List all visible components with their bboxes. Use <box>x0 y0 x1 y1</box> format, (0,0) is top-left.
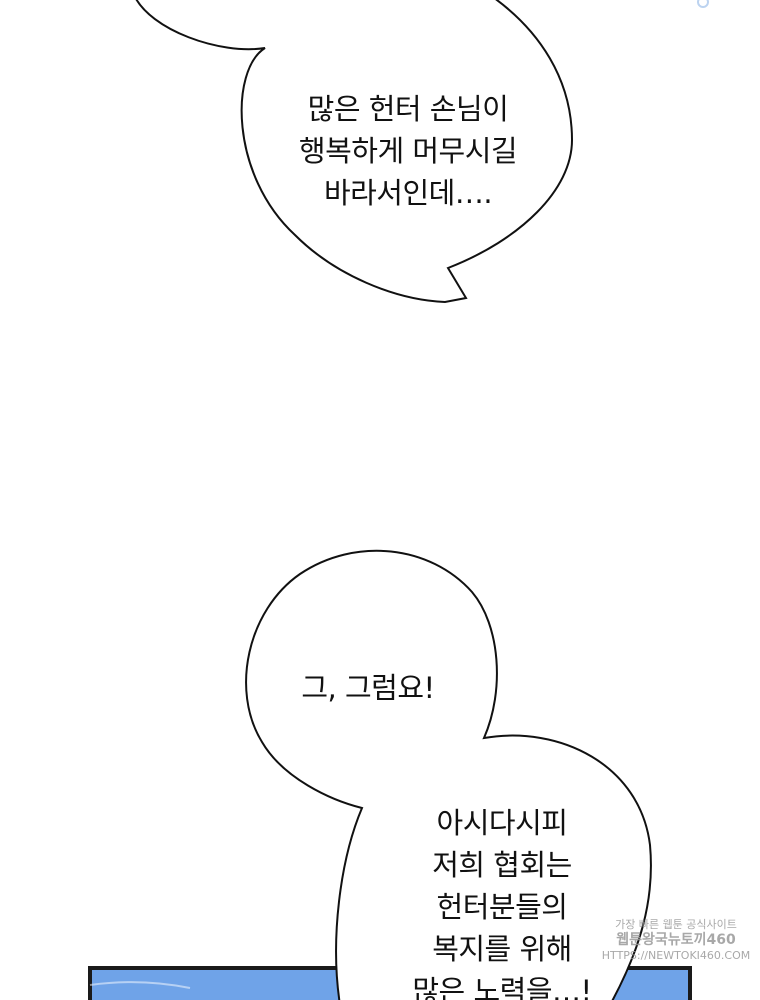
speech-line: 많은 헌터 손님이 <box>307 92 509 126</box>
speech-line: 헌터분들의 <box>436 890 568 924</box>
watermark-line: 가장 빠른 웹툰 공식사이트 <box>615 918 737 931</box>
watermark-line: 웹툰왕국뉴토끼460 <box>616 932 736 948</box>
speech-line: 저희 협회는 <box>432 848 572 882</box>
speech-line: 많은 노력을…! <box>412 974 592 1000</box>
speech-text-top: 많은 헌터 손님이 행복하게 머무시길 바라서인데…. <box>258 88 558 214</box>
speech-line: 행복하게 머무시길 <box>298 134 518 168</box>
watermark: 가장 빠른 웹툰 공식사이트 웹툰왕국뉴토끼460 HTTPS://NEWTOK… <box>596 918 756 963</box>
speech-line: 그, 그럼요! <box>301 671 435 705</box>
speech-line: 복지를 위해 <box>432 932 572 966</box>
speech-bubble-lower <box>245 549 652 1000</box>
speech-line: 아시다시피 <box>436 806 568 840</box>
sparkle-decoration <box>697 0 709 8</box>
watermark-line: HTTPS://NEWTOKI460.COM <box>601 949 751 962</box>
speech-text-middle: 그, 그럼요! <box>268 667 468 709</box>
speech-text-bottom: 아시다시피 저희 협회는 헌터분들의 복지를 위해 많은 노력을…! <box>392 802 612 1000</box>
speech-line: 바라서인데…. <box>323 176 493 210</box>
speech-bubble-top <box>135 0 574 304</box>
